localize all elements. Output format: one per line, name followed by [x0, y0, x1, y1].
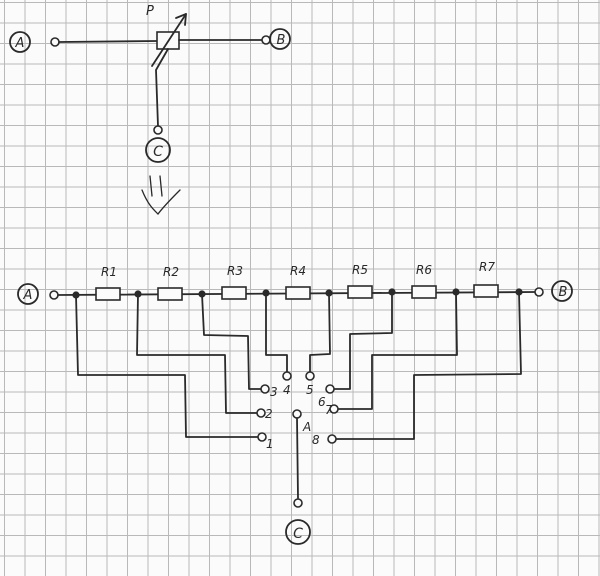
ladder-terminal-b-circle — [551, 280, 573, 302]
terminal-c-circle — [145, 137, 171, 163]
ladder-terminal-b-label: B — [559, 285, 568, 300]
switch-contact-7-label: 7 — [325, 403, 333, 417]
resistor-r3 — [221, 286, 247, 300]
terminal-b-label: B — [277, 33, 286, 48]
ladder-terminal-a-pin — [49, 290, 59, 300]
switch-contact-4-label: 4 — [283, 383, 291, 397]
ladder-terminal-b-pin — [534, 287, 544, 297]
tap-wire-5 — [309, 292, 331, 373]
tap-wire-1 — [75, 294, 259, 438]
wiper-lead-wire — [296, 417, 299, 499]
ladder-terminal-a-circle — [17, 283, 39, 305]
down-arrow-icon — [141, 175, 181, 215]
tap-wire-3 — [201, 293, 262, 390]
wiper-pivot — [292, 409, 302, 419]
tap-wire-8 — [335, 291, 522, 440]
resistor-r5 — [347, 285, 373, 299]
resistor-r6-label: R6 — [416, 263, 432, 277]
resistor-r3-label: R3 — [227, 264, 243, 278]
adjust-arrowhead-icon — [175, 13, 187, 26]
switch-contact-1-label: 1 — [266, 437, 274, 451]
switch-contact-7 — [329, 404, 339, 414]
potentiometer-label: P — [146, 4, 154, 19]
terminal-a-circle — [9, 31, 31, 53]
resistor-r6 — [411, 285, 437, 299]
resistor-r5-label: R5 — [352, 263, 368, 277]
terminal-a-label: A — [15, 36, 25, 51]
resistor-r7-label: R7 — [479, 260, 495, 274]
potentiometer-symbol: A B P C — [9, 4, 291, 215]
terminal-c-pin — [153, 125, 163, 135]
wiper-label: A — [302, 420, 311, 434]
tap-wire-7 — [337, 291, 458, 410]
switch-contact-1 — [257, 432, 267, 442]
switch-contact-5-label: 5 — [306, 383, 314, 397]
wire-a-to-pot — [58, 40, 158, 43]
switch-contact-4 — [282, 371, 292, 381]
tap-wire-4 — [265, 292, 288, 373]
switch-contact-6 — [325, 384, 335, 394]
switch-contact-2 — [256, 408, 266, 418]
adjust-arrow-icon — [151, 13, 187, 67]
resistor-r1 — [95, 287, 121, 301]
tap-wire-2 — [136, 293, 258, 414]
ladder-terminal-c-circle — [285, 519, 311, 545]
switch-contact-3-label: 3 — [270, 385, 278, 399]
switch-contact-2-label: 2 — [265, 407, 273, 421]
resistor-r4-label: R4 — [290, 264, 306, 278]
resistor-r4 — [285, 286, 311, 300]
resistor-ladder: A B R1 R2 R3 R4 R5 R6 R7 — [17, 260, 573, 545]
resistor-r1-label: R1 — [101, 265, 117, 279]
terminal-c-label: C — [153, 144, 163, 160]
terminal-b-pin — [261, 35, 271, 45]
resistor-r2-label: R2 — [163, 265, 179, 279]
switch-contact-5 — [305, 371, 315, 381]
resistor-r2 — [157, 287, 183, 301]
resistor-r7 — [473, 284, 499, 298]
switch-contact-3 — [260, 384, 270, 394]
wiper-wire — [155, 48, 169, 127]
switch-contact-6-label: 6 — [318, 395, 326, 409]
tap-wire-6 — [333, 291, 393, 390]
ladder-terminal-c-pin — [293, 498, 303, 508]
switch-contact-8 — [327, 434, 337, 444]
terminal-a-pin — [50, 37, 60, 47]
switch-contact-8-label: 8 — [312, 433, 320, 447]
ladder-terminal-a-label: A — [23, 288, 33, 303]
ladder-terminal-c-label: C — [293, 526, 303, 542]
terminal-b-circle — [269, 28, 291, 50]
